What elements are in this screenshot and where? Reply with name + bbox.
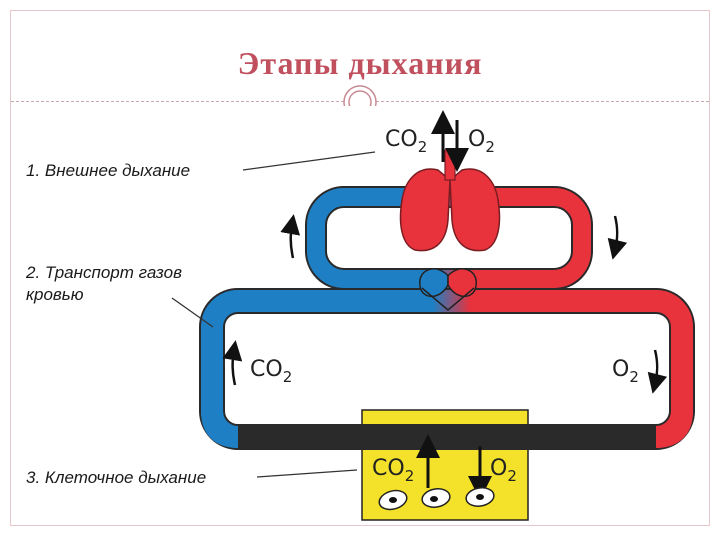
tissue-gas-arrows: [416, 434, 492, 500]
lung-o2-label: O2: [468, 127, 495, 156]
flow-arrows: [222, 214, 668, 394]
tissue-o2-label: O2: [490, 456, 517, 485]
cells: [378, 487, 495, 511]
slide-header: Этапы дыхания: [11, 11, 709, 101]
slide-title: Этапы дыхания: [237, 45, 483, 81]
stage1-label: 1. Внешнее дыхание: [26, 161, 191, 180]
divider-ornament-icon: [343, 85, 377, 106]
arterial-o2-label: O2: [612, 357, 639, 386]
leader-lines: [171, 151, 376, 478]
stage2-label: 2. Транспорт газов кровью: [26, 263, 182, 304]
venous-co2-label: CO2: [250, 357, 292, 386]
lung-gas-arrows: [431, 110, 469, 172]
heart: [419, 268, 477, 311]
tissue-co2-label: CO2: [372, 456, 414, 485]
lung-co2-label: CO2: [385, 127, 427, 156]
systemic-circulation: [199, 288, 695, 450]
slide-frame: [10, 10, 710, 526]
stage3-label: 3. Клеточное дыхание: [26, 468, 207, 487]
